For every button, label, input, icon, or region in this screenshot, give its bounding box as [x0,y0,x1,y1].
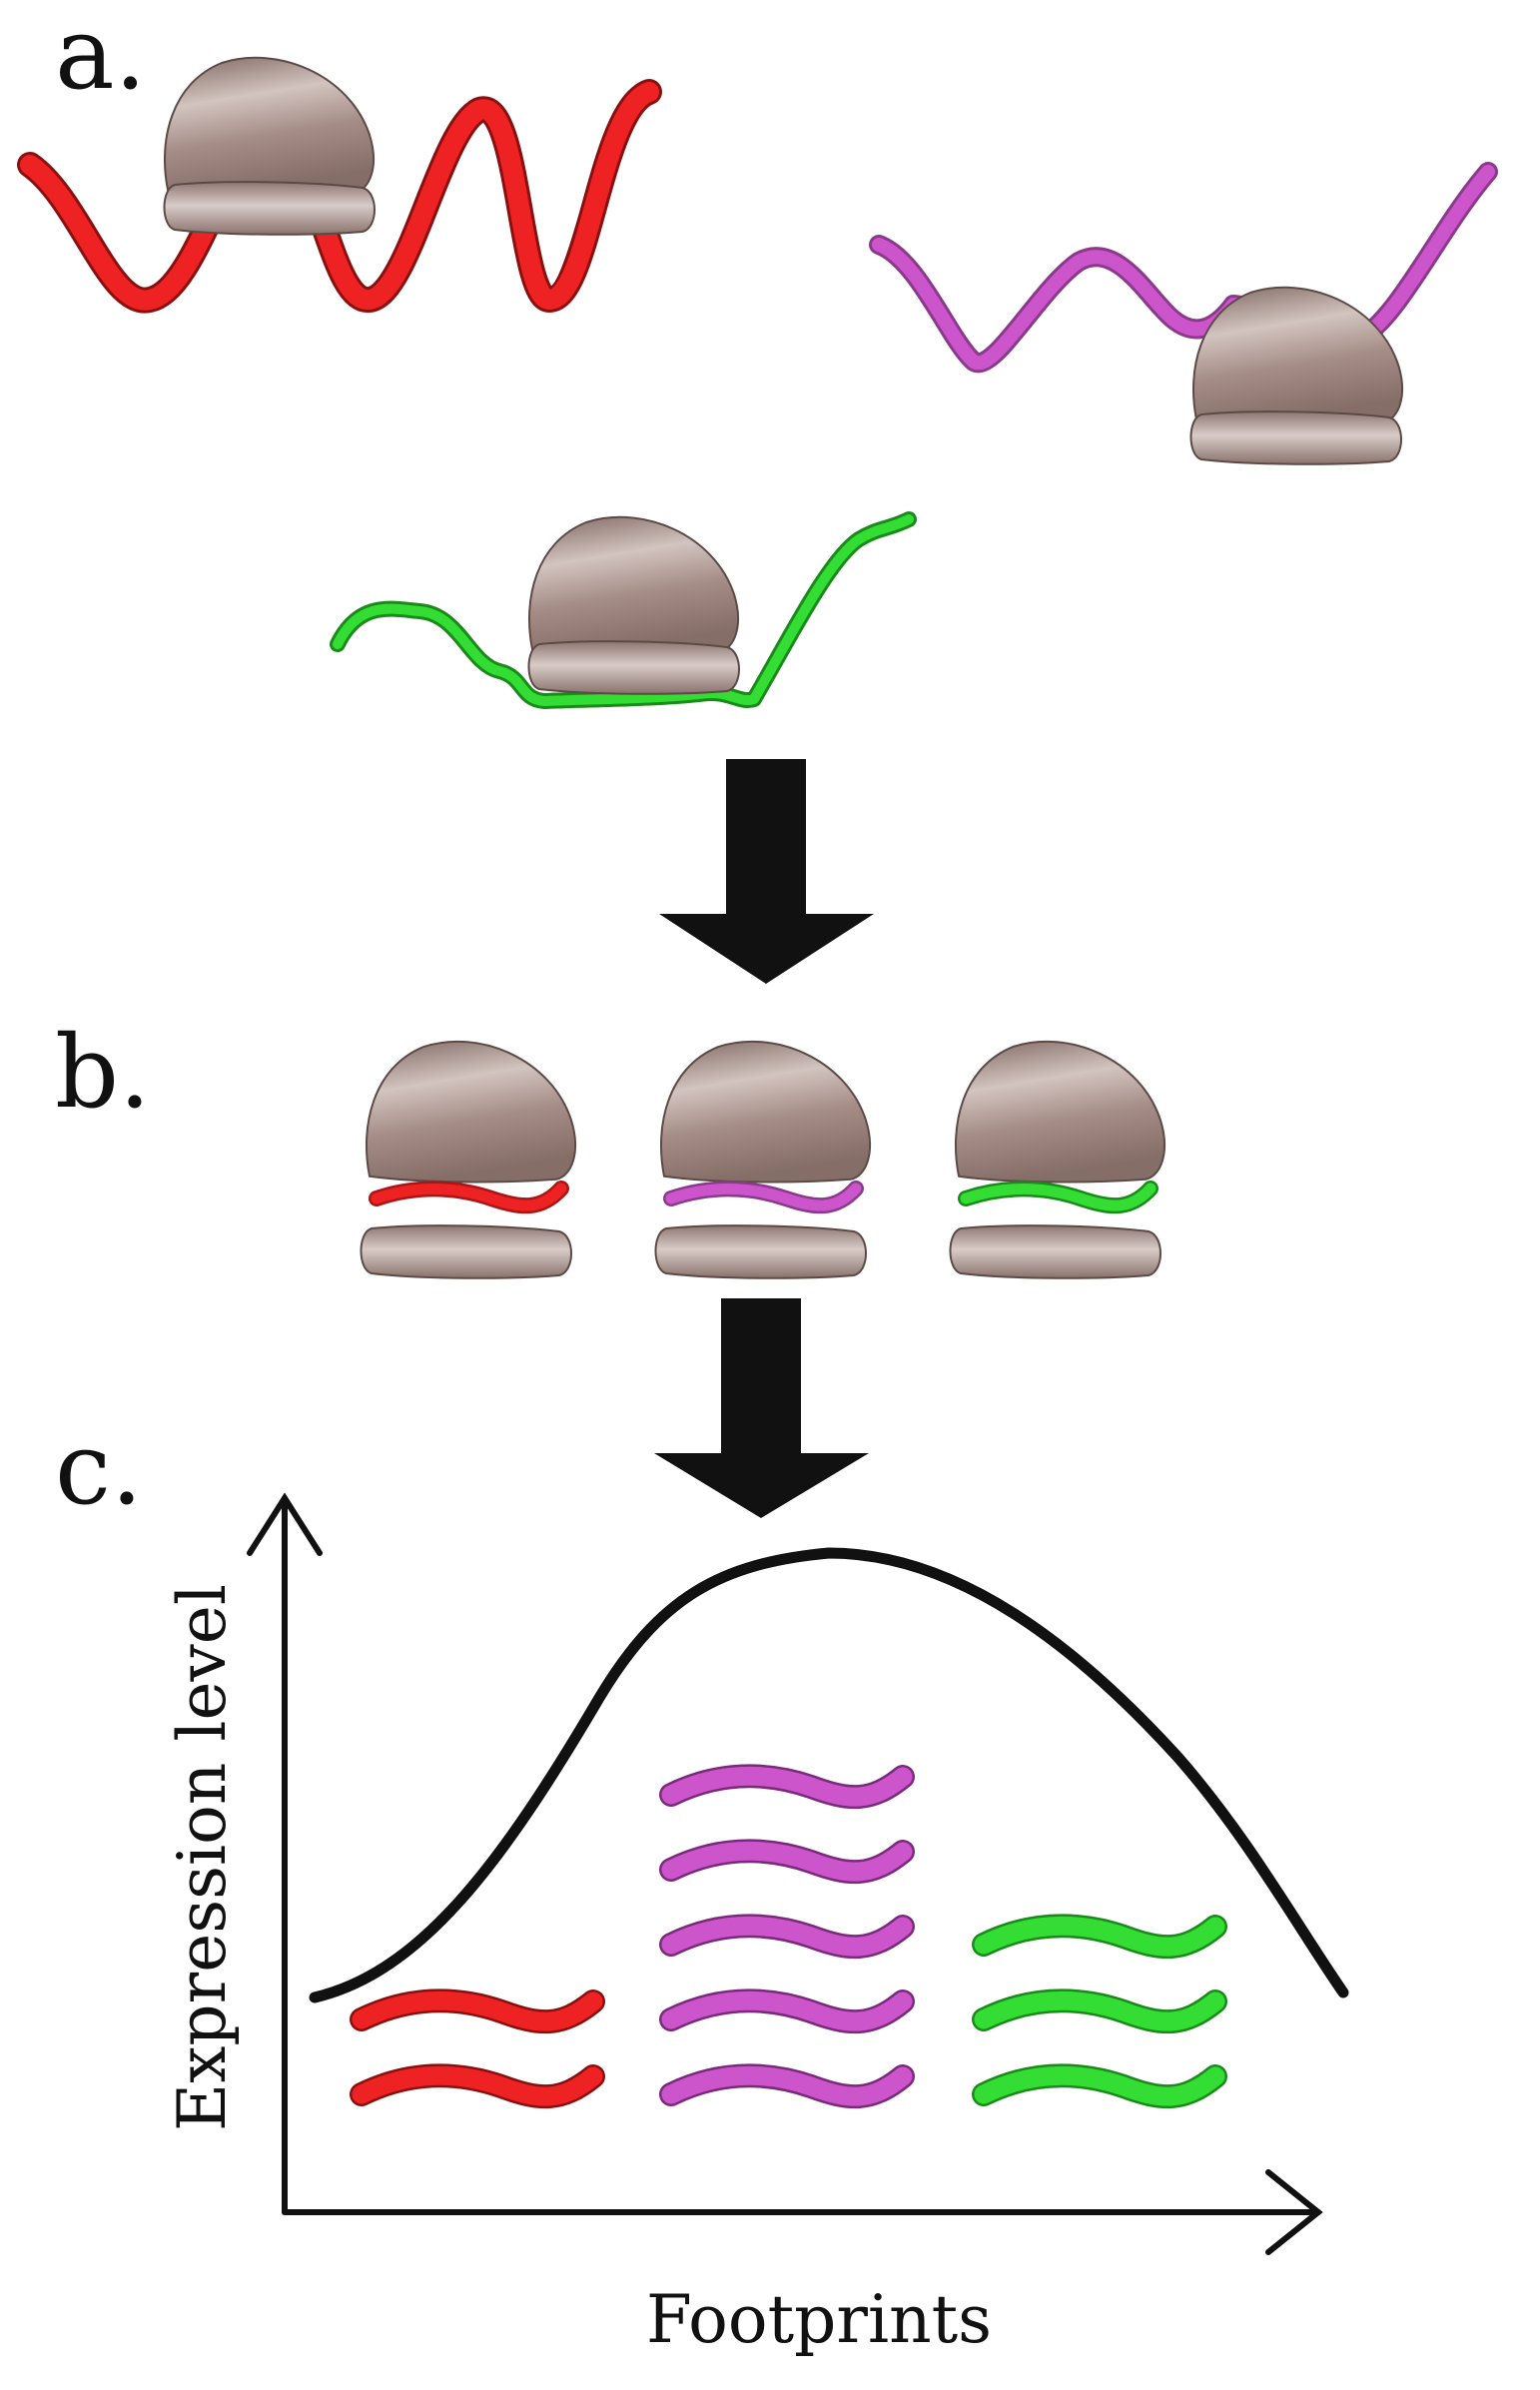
footprint-read-purple [659,1914,915,1960]
expression-curve [309,1547,1349,2003]
footprint-read-red [350,2063,605,2109]
protected-fragment-purple [654,1040,872,1279]
panel-label-a: a. [55,0,146,112]
footprint-reads [350,1764,1227,2109]
arrow-a-to-b [659,759,874,984]
footprint-read-green [972,1989,1227,2034]
footprint-read-purple [659,1839,915,1885]
protected-fragment-red [360,1040,577,1279]
ribosome-on-green-mrna [527,515,740,695]
x-axis [282,2169,1323,2255]
panel-label-b: b. [55,1014,151,1131]
ribosome-on-red-mrna [163,56,376,236]
x-axis-label: Footprints [646,2281,992,2358]
y-axis [247,1492,323,2215]
arrow-b-to-c [654,1298,869,1518]
footprint-read-purple [659,1764,915,1810]
purple-mrna-strand [869,162,1498,374]
red-mrna-strand [17,79,662,314]
footprint-read-red [350,1989,605,2034]
ribosome-on-purple-mrna [1189,286,1404,465]
footprint-read-purple [659,2063,915,2109]
y-axis-label: Expression level [164,1584,241,2131]
footprint-read-green [972,1914,1227,1960]
footprint-read-purple [659,1989,915,2034]
green-mrna-strand [330,511,917,709]
panel-label-c: c. [55,1410,143,1527]
footprint-read-green [972,2063,1227,2109]
protected-fragment-green [949,1040,1166,1279]
